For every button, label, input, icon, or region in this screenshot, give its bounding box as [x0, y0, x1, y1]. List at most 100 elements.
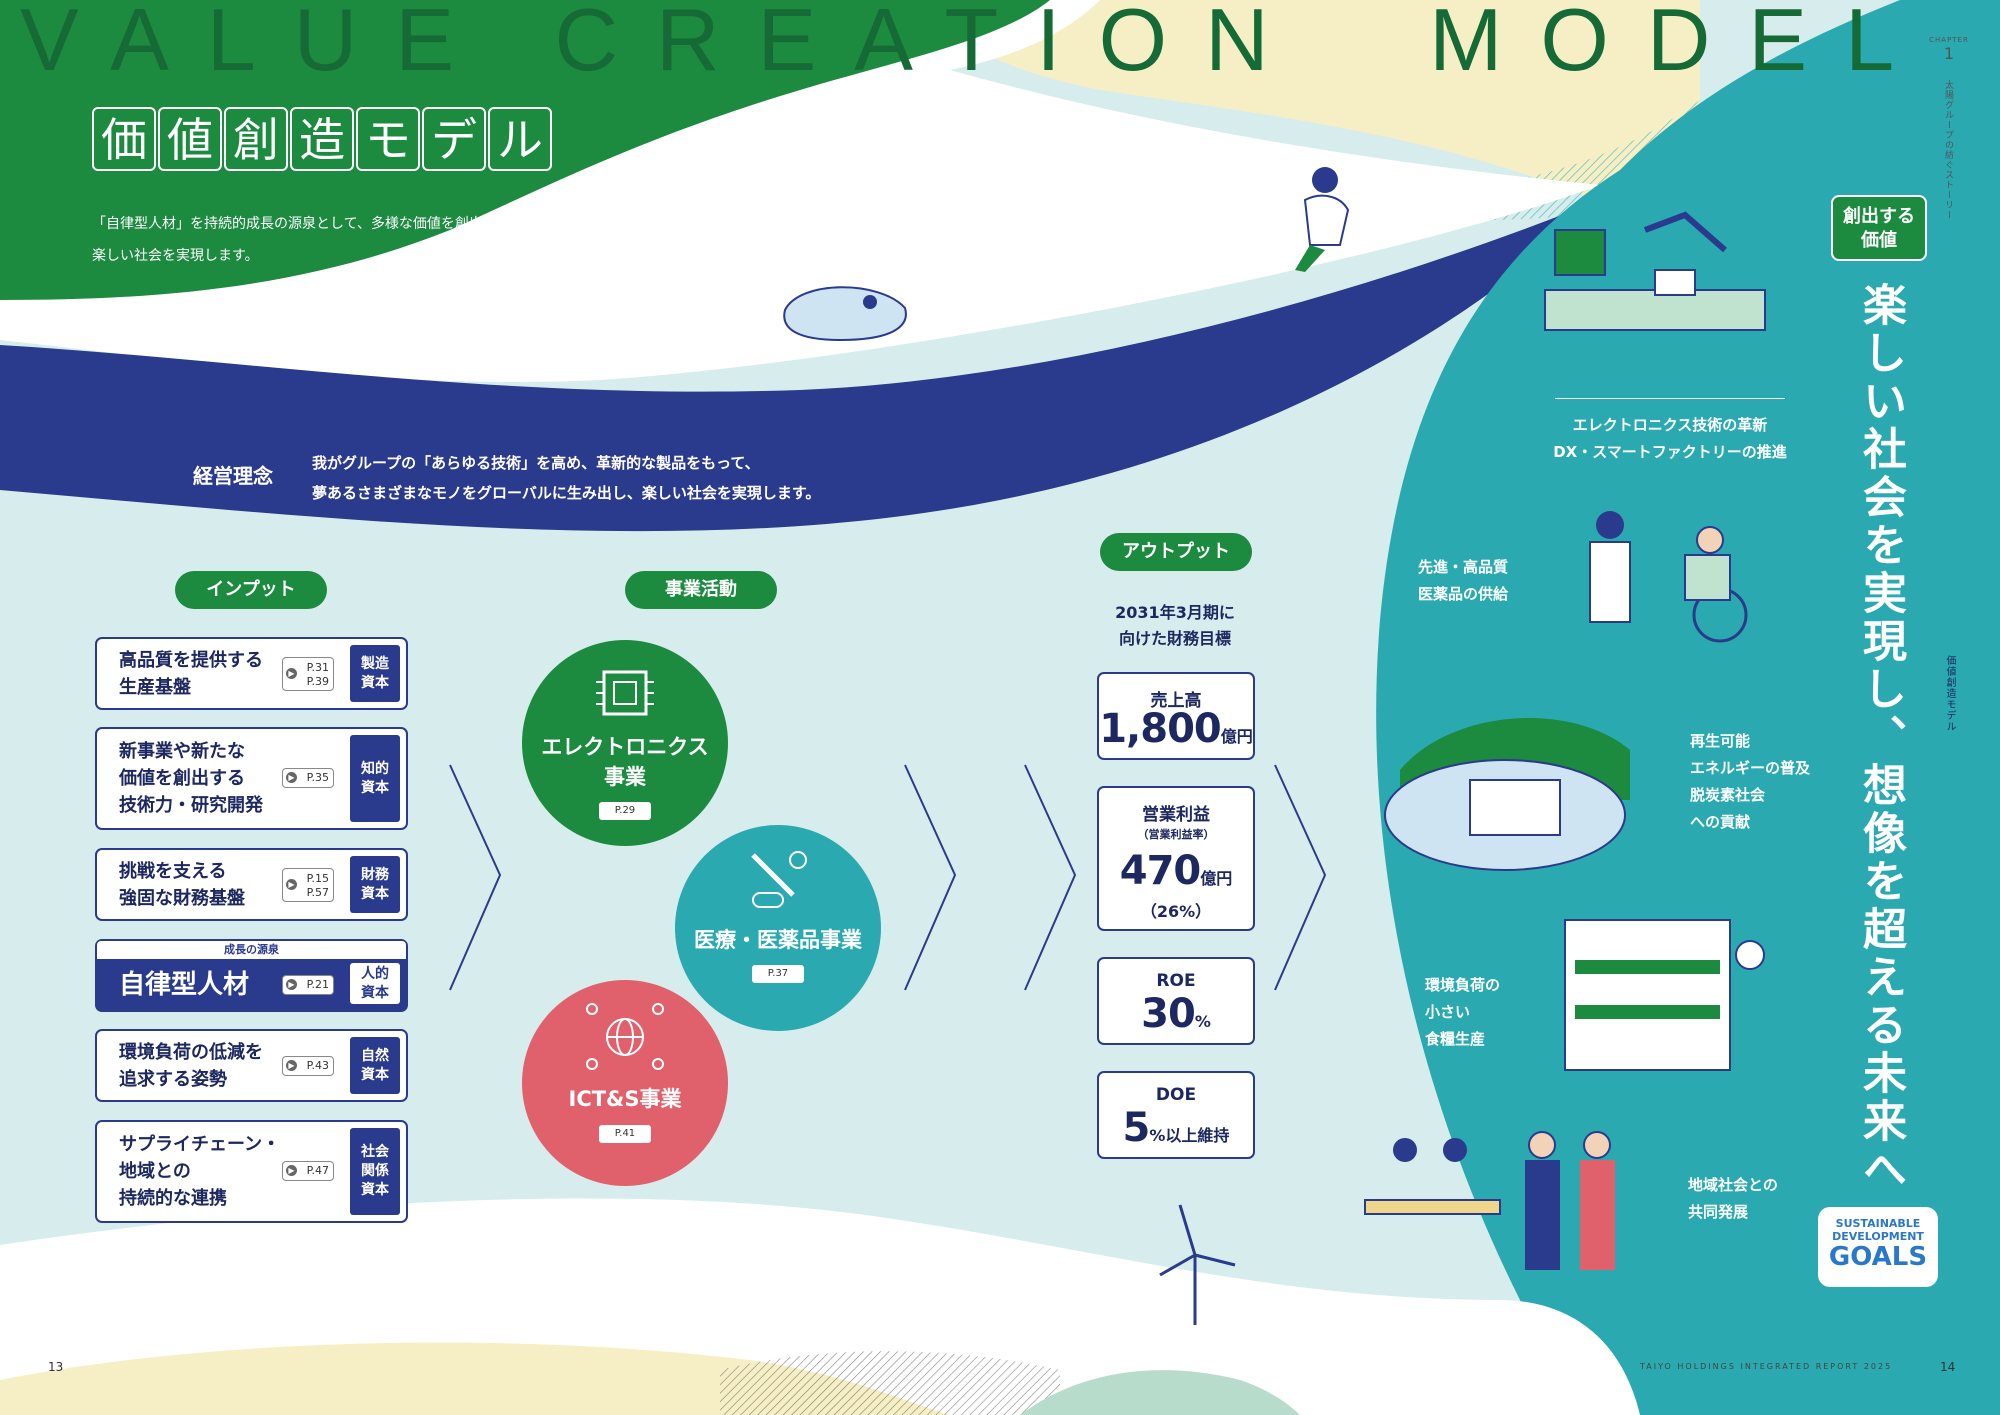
input-card-line: サプライチェーン・: [119, 1134, 281, 1155]
input-card-line: 持続的な連携: [119, 1188, 227, 1209]
title-char: 造: [290, 107, 354, 171]
capital-badge: 知的 資本: [350, 735, 400, 822]
input-card-line: 地域との: [119, 1161, 191, 1182]
business-medical: 医療・医薬品事業 P.37: [675, 825, 881, 1031]
syringe-pill-icon: [751, 851, 807, 908]
capital-line: 社会: [361, 1144, 389, 1160]
outcome-line: 食糧生産: [1425, 1030, 1486, 1048]
title-char: デ: [422, 107, 486, 171]
input-card-line: 生産基盤: [119, 677, 191, 698]
flying-car-illustration: [783, 286, 907, 342]
sdg-line: SUSTAINABLE: [1835, 1217, 1921, 1230]
input-card-line: 技術力・研究開発: [119, 795, 263, 816]
capital-badge: 社会 関係 資本: [350, 1128, 400, 1215]
input-card-line: 高品質を提供する: [119, 650, 263, 671]
outcome-line: 小さい: [1425, 1003, 1471, 1021]
title-char: ル: [488, 107, 552, 171]
input-card: 新事業や新たな 価値を創出する 技術力・研究開発 ▶ P.35 知的 資本: [95, 727, 408, 830]
page-ref[interactable]: ▶ P.31 P.39: [282, 657, 334, 691]
capital-line: 資本: [361, 984, 389, 1001]
output-profit-card: 営業利益 （営業利益率） 470億円 （26%）: [1097, 786, 1255, 931]
page-ref-text: P.43: [306, 1059, 329, 1072]
philosophy-label: 経営理念: [193, 464, 273, 488]
globe-network-icon: [586, 1003, 664, 1070]
arrow-right-icon: ▶: [286, 1165, 297, 1176]
outcome-line: 共同発展: [1688, 1203, 1749, 1221]
outcome-line: DX・スマートファクトリーの推進: [1553, 443, 1787, 461]
chevron-right-icon: [1024, 764, 1077, 991]
outcome-line: への貢献: [1690, 813, 1751, 831]
input-card-line: 価値を創出する: [119, 768, 245, 789]
section-title: 価値創造モデル: [1944, 655, 1955, 732]
arrow-right-icon: ▶: [286, 1060, 297, 1071]
output-value-row: 470億円: [1099, 848, 1253, 894]
page-number-right: 14: [1940, 1360, 1956, 1374]
capital-line: 知的: [361, 760, 389, 777]
outcome-line: 環境負荷の: [1425, 976, 1501, 994]
business-page-ref[interactable]: P.29: [599, 802, 651, 820]
input-card-label: 挑戦を支える 強固な財務基盤: [119, 858, 245, 912]
business-pill: 事業活動: [625, 571, 777, 609]
input-card-label: 新事業や新たな 価値を創出する 技術力・研究開発: [119, 738, 263, 819]
input-pill: インプット: [175, 571, 327, 609]
input-card: 高品質を提供する 生産基盤 ▶ P.31 P.39 製造 資本: [95, 637, 408, 710]
value-pill: 創出する 価値: [1831, 195, 1927, 261]
outcome-text: 地域社会との 共同発展: [1688, 1172, 1778, 1226]
chapter-number: 1: [1943, 44, 1955, 63]
capital-line: 資本: [361, 1066, 389, 1083]
input-card-line: 追求する姿勢: [119, 1069, 227, 1090]
output-value-row: 30%: [1099, 991, 1253, 1037]
business-page-ref[interactable]: P.41: [599, 1125, 651, 1143]
business-name-line: ICT&S事業: [568, 1087, 682, 1111]
outcome-line: 先進・高品質: [1418, 558, 1509, 576]
philosophy-line: 夢あるさまざまなモノをグローバルに生み出し、楽しい社会を実現します。: [312, 484, 821, 502]
page-ref[interactable]: ▶ P.35: [282, 768, 334, 788]
output-roe-card: ROE 30%: [1097, 957, 1255, 1045]
output-target-line: 向けた財務目標: [1118, 629, 1231, 648]
outcome-line: 医薬品の供給: [1418, 585, 1509, 603]
outcome-line: 地域社会との: [1688, 1176, 1778, 1194]
input-card-line: 環境負荷の低減を: [119, 1042, 263, 1063]
outcome-text: 再生可能 エネルギーの普及 脱炭素社会 への貢献: [1690, 728, 1810, 836]
vision-title: 楽しい社会を実現し、想像を超える未来へ: [1855, 282, 1906, 1194]
output-sublabel: （営業利益率）: [1137, 828, 1215, 841]
capital-badge: 財務 資本: [350, 856, 400, 913]
doctor-patient-illustration: [1589, 511, 1748, 643]
capital-line: 関係: [361, 1163, 389, 1179]
page-ref[interactable]: ▶ P.21: [282, 975, 334, 995]
output-pill: アウトプット: [1100, 533, 1252, 571]
capital-line: 資本: [361, 1182, 389, 1198]
outcome-divider: [1555, 398, 1785, 399]
input-card-label: 環境負荷の低減を 追求する姿勢: [119, 1039, 263, 1093]
capital-line: 資本: [361, 674, 389, 691]
input-card-label: 高品質を提供する 生産基盤: [119, 647, 263, 701]
page-ref[interactable]: ▶ P.43: [282, 1056, 334, 1076]
input-card-line: 強固な財務基盤: [119, 888, 245, 909]
input-card-line: 新事業や新たな: [119, 741, 245, 762]
output-value: 470: [1119, 848, 1201, 894]
chevron-right-icon: [904, 764, 957, 991]
title-char: 値: [158, 107, 222, 171]
chapter-marker: CHAPTER 1: [1928, 36, 1970, 63]
output-label: ROE: [1156, 971, 1196, 991]
outcome-line: 脱炭素社会: [1690, 786, 1766, 804]
page-ref[interactable]: ▶ P.15 P.57: [282, 868, 334, 902]
page-ref-text: P.21: [306, 978, 329, 991]
output-value: 5: [1122, 1105, 1151, 1151]
output-sales-card: 売上高 1,800億円: [1097, 672, 1255, 760]
business-page-ref[interactable]: P.37: [752, 965, 804, 983]
headline-part-1: VALUE CREATION: [20, 0, 1307, 89]
page-ref[interactable]: ▶ P.47: [282, 1161, 334, 1181]
intro-line: 楽しい社会を実現します。: [92, 248, 259, 264]
output-unit: 億円: [1200, 869, 1233, 888]
output-doe-card: DOE 5%以上維持: [1097, 1071, 1255, 1159]
output-value: 30: [1141, 991, 1196, 1037]
growth-source-tag: 成長の源泉: [97, 941, 406, 959]
sdg-logo: SUSTAINABLE DEVELOPMENT GOALS: [1818, 1207, 1938, 1287]
capital-line: 人的: [361, 965, 389, 982]
headline-part-2: MODEL: [1429, 0, 1933, 89]
report-name: TAIYO HOLDINGS INTEGRATED REPORT 2025: [1640, 1362, 1893, 1371]
output-unit: %: [1194, 1012, 1211, 1031]
title-char: 価: [92, 107, 156, 171]
business-icts: ICT&S事業 P.41: [522, 980, 728, 1186]
